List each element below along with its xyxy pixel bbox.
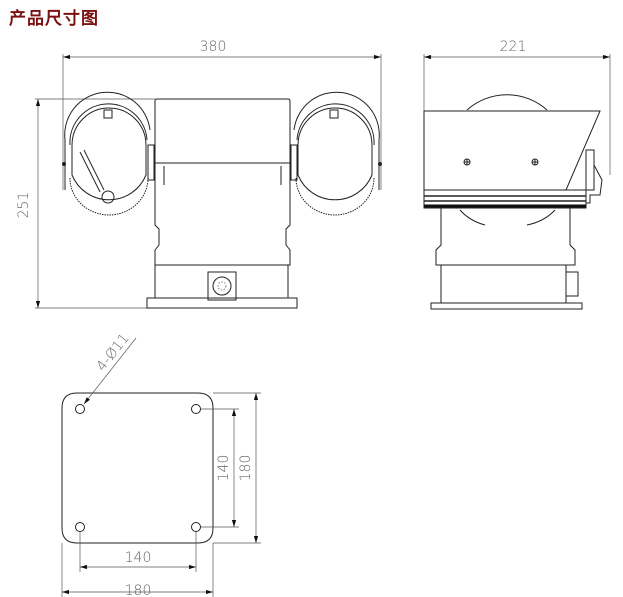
width-dimension-label: 380 (200, 39, 227, 55)
hole-spacing-y-label: 140 (216, 455, 232, 482)
base-height-label: 180 (238, 455, 254, 482)
mounting-plate (146, 297, 298, 309)
sun-shield (423, 110, 601, 191)
front-view: 380 251 (16, 39, 382, 309)
base-plate-outline (61, 392, 214, 544)
hole-spacing-x-label: 140 (125, 550, 152, 566)
height-dimension-label: 251 (16, 192, 32, 219)
camera-housing-top (154, 98, 291, 164)
base-view: 4-Ø11 140 180 140 180 (61, 331, 261, 597)
camera-housing-body (154, 163, 291, 266)
hole-label: 4-Ø11 (94, 331, 133, 375)
mounting-hole (191, 404, 201, 414)
depth-dimension-label: 221 (500, 39, 527, 55)
left-lamp (62, 91, 155, 216)
camera-base (154, 264, 289, 299)
side-view: 221 (423, 39, 611, 310)
mounting-hole (191, 522, 201, 532)
right-lamp (290, 91, 382, 216)
mounting-hole (75, 404, 85, 414)
page-title: 产品尺寸图 (9, 9, 99, 29)
base-width-label: 180 (125, 583, 152, 597)
mounting-hole (75, 522, 85, 532)
connector-icon (207, 271, 237, 301)
